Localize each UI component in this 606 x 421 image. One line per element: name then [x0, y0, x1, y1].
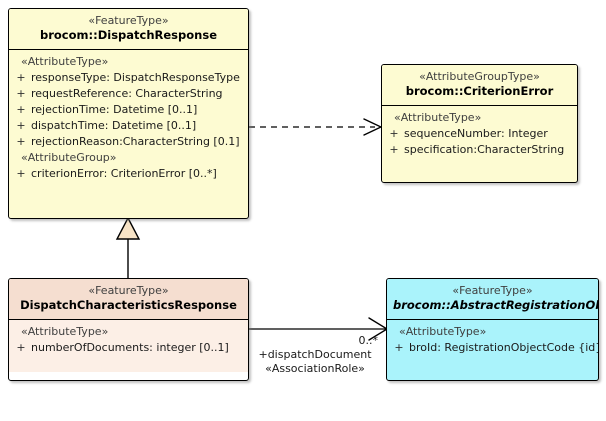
- class-header-abstract-registration-object: «FeatureType» brocom::AbstractRegistrati…: [387, 279, 598, 320]
- attribute-text: responseType: DispatchResponseType: [31, 71, 240, 84]
- attribute-text: specification:CharacterString: [404, 143, 565, 156]
- attribute-row: + responseType: DispatchResponseType: [11, 70, 246, 86]
- attribute-row: + dispatchTime: Datetime [0..1]: [11, 118, 246, 134]
- compartment-stereotype-attributegroup: «AttributeGroup»: [21, 151, 117, 164]
- generalization-dcr-dispatchresponse: [115, 216, 141, 278]
- compartment-stereotype-attributetype: «AttributeType»: [399, 325, 487, 338]
- association-multiplicity-label: 0..*: [358, 334, 379, 347]
- class-box-abstract-registration-object[interactable]: «FeatureType» brocom::AbstractRegistrati…: [386, 278, 599, 381]
- attribute-visibility: +: [389, 127, 399, 140]
- attribute-visibility: +: [16, 71, 26, 84]
- class-stereotype: «FeatureType»: [88, 284, 169, 297]
- class-body-dispatch-response: «AttributeType» + responseType: Dispatch…: [9, 50, 248, 187]
- attribute-visibility: +: [16, 135, 26, 148]
- class-stereotype: «FeatureType»: [452, 284, 533, 297]
- attribute-row: + rejectionReason:CharacterString [0.1]: [11, 134, 246, 150]
- class-title: DispatchCharacteristicsResponse: [20, 298, 237, 312]
- compartment-stereotype-attributetype: «AttributeType»: [394, 111, 482, 124]
- attribute-visibility: +: [394, 341, 404, 354]
- attribute-row: + numberOfDocuments: integer [0..1]: [11, 340, 246, 356]
- attribute-row: + requestReference: CharacterString: [11, 86, 246, 102]
- attribute-text: broId: RegistrationObjectCode {id}: [409, 341, 599, 354]
- association-role-name-label: +dispatchDocument: [258, 348, 372, 361]
- compartment-stereotype-attributetype: «AttributeType»: [21, 325, 109, 338]
- attribute-visibility: +: [389, 143, 399, 156]
- attribute-text: sequenceNumber: Integer: [404, 127, 548, 140]
- class-title: brocom::CriterionError: [405, 84, 554, 98]
- class-box-dispatch-characteristics-response[interactable]: «FeatureType» DispatchCharacteristicsRes…: [8, 278, 249, 381]
- attribute-row: + specification:CharacterString: [384, 142, 575, 158]
- generalization-hollow-triangle: [115, 216, 141, 240]
- attribute-visibility: +: [16, 119, 26, 132]
- attribute-text: numberOfDocuments: integer [0..1]: [31, 341, 229, 354]
- class-header-criterion-error: «AttributeGroupType» brocom::CriterionEr…: [382, 65, 577, 106]
- attribute-row: + sequenceNumber: Integer: [384, 126, 575, 142]
- attribute-visibility: +: [16, 167, 26, 180]
- class-title: brocom::DispatchResponse: [40, 28, 217, 42]
- dependency-dispatchresponse-criterionerror: [249, 118, 383, 136]
- class-body-abstract-registration-object: «AttributeType» + broId: RegistrationObj…: [387, 320, 598, 372]
- attribute-text: rejectionReason:CharacterString [0.1]: [31, 135, 240, 148]
- class-header-dispatch-response: «FeatureType» brocom::DispatchResponse: [9, 9, 248, 50]
- class-stereotype: «AttributeGroupType»: [419, 70, 540, 83]
- class-body-criterion-error: «AttributeType» + sequenceNumber: Intege…: [382, 106, 577, 163]
- attribute-row: + criterionError: CriterionError [0..*]: [11, 166, 246, 182]
- dependency-arrowhead-open: [363, 118, 383, 136]
- attribute-text: criterionError: CriterionError [0..*]: [31, 167, 217, 180]
- class-box-dispatch-response[interactable]: «FeatureType» brocom::DispatchResponse «…: [8, 8, 249, 219]
- class-header-dispatch-characteristics-response: «FeatureType» DispatchCharacteristicsRes…: [9, 279, 248, 320]
- class-body-dispatch-characteristics-response: «AttributeType» + numberOfDocuments: int…: [9, 320, 248, 372]
- attribute-row: + broId: RegistrationObjectCode {id}: [389, 340, 599, 356]
- attribute-visibility: +: [16, 341, 26, 354]
- attribute-visibility: +: [16, 103, 26, 116]
- compartment-stereotype-attributetype: «AttributeType»: [21, 55, 109, 68]
- attribute-visibility: +: [16, 87, 26, 100]
- attribute-text: requestReference: CharacterString: [31, 87, 223, 100]
- class-stereotype: «FeatureType»: [88, 14, 169, 27]
- class-title: brocom::AbstractRegistrationObject: [393, 298, 598, 312]
- attribute-text: dispatchTime: Datetime [0..1]: [31, 119, 197, 132]
- attribute-text: rejectionTime: Datetime [0..1]: [31, 103, 198, 116]
- association-role-stereotype-label: «AssociationRole»: [265, 362, 365, 375]
- class-box-criterion-error[interactable]: «AttributeGroupType» brocom::CriterionEr…: [381, 64, 578, 183]
- attribute-row: + rejectionTime: Datetime [0..1]: [11, 102, 246, 118]
